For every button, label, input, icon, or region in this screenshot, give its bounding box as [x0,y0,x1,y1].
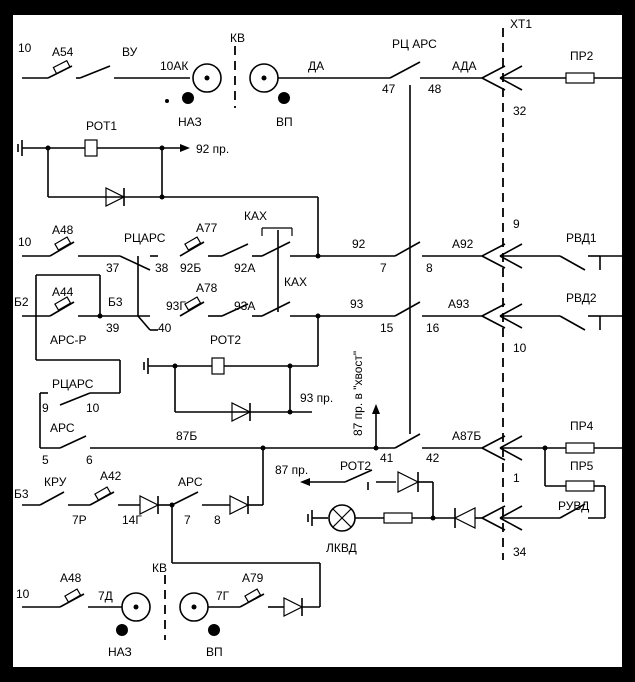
label-7r: 7Р [72,513,87,527]
label-10: 10 [18,41,32,55]
label-rcars-low: РЦАРС [52,377,94,391]
label-39: 39 [106,321,120,335]
label-93g: 93Г [166,299,186,313]
label-b3: Б3 [108,295,123,309]
label-kax1: КАХ [244,209,267,223]
label-87b: 87Б [176,429,197,443]
rot2-relay [143,316,319,422]
label-rot2: РОТ2 [210,333,241,347]
label-a77: А77 [196,221,218,235]
label-32: 32 [513,104,527,118]
label-10e: 10 [16,587,30,601]
label-a48b: А48 [60,571,82,585]
label-10d: 10 [86,401,100,415]
label-7g: 7Г [216,589,230,603]
circuit-diagram: ХТ1 КВ 10 А54 ВУ 10АК НАЗ ВП ДА РЦ АРС 4… [14,17,622,659]
label-37: 37 [106,261,120,275]
label-ars2: АРС [178,475,203,489]
label-a78: А78 [196,281,218,295]
label-kax2: КАХ [284,275,307,289]
label-16: 16 [426,321,440,335]
pr87-branch [300,469,434,518]
label-40: 40 [158,321,172,335]
label-a44: А44 [52,285,74,299]
label-vp2: ВП [206,645,223,659]
row-93-wiring [22,230,622,448]
label-xt1: ХТ1 [510,17,532,31]
label-kru: КРУ [44,475,67,489]
label-b2: Б2 [14,295,29,309]
label-38: 38 [155,261,169,275]
row-92-wiring [22,227,622,316]
rot1-relay [17,139,319,256]
label-rot1: РОТ1 [86,119,117,133]
label-7b: 7 [184,513,191,527]
labels: ХТ1 КВ 10 А54 ВУ 10АК НАЗ ВП ДА РЦ АРС 4… [14,17,597,659]
label-naz2: НАЗ [108,645,132,659]
label-a79: А79 [242,571,264,585]
label-9: 9 [513,217,520,231]
label-arsr: АРС-Р [50,333,87,347]
label-rcars-mid: РЦАРС [124,231,166,245]
label-7d: 7Д [98,589,113,603]
label-pr2: ПР2 [570,49,594,63]
label-kv: КВ [230,31,245,45]
label-a87b: А87Б [452,429,481,443]
row-87b-wiring [40,433,622,518]
label-a42: А42 [100,469,122,483]
label-a48: А48 [52,223,74,237]
label-8b: 8 [214,513,221,527]
label-93a: 93А [234,299,255,313]
label-10c: 10 [513,341,527,355]
label-pr4: ПР4 [570,419,594,433]
label-vu: ВУ [122,45,138,59]
label-10ak: 10АК [160,59,188,73]
label-92a: 92А [234,261,255,275]
lkvd-row [307,503,605,532]
label-15: 15 [380,321,394,335]
label-rot2b: РОТ2 [340,459,371,473]
kru-row [22,486,321,607]
label-rvd1: РВД1 [566,231,597,245]
label-41: 41 [380,451,394,465]
label-da: ДА [308,59,324,73]
label-7: 7 [380,261,387,275]
label-34: 34 [513,545,527,559]
label-87pr: 87 пр. [275,463,308,477]
label-vp: ВП [276,115,293,129]
label-42: 42 [426,451,440,465]
label-naz: НАЗ [178,115,202,129]
label-92: 92 [352,237,366,251]
label-6: 6 [86,453,93,467]
label-rcars-top: РЦ АРС [392,37,437,51]
label-5: 5 [42,453,49,467]
label-hvost: 87 пр. в "хвост" [351,351,365,436]
label-10b: 10 [18,235,32,249]
label-a93: А93 [448,297,470,311]
label-1: 1 [513,471,520,485]
label-47: 47 [382,82,396,96]
label-a92: А92 [452,237,474,251]
bottom-row [22,575,320,640]
label-92pr: 92 пр. [196,142,229,156]
label-rvd2: РВД2 [566,291,597,305]
label-14g: 14Г [122,513,142,527]
label-9b: 9 [42,401,49,415]
label-a54: А54 [52,45,74,59]
label-ada: АДА [452,59,477,73]
schematic-sheet: ХТ1 КВ 10 А54 ВУ 10АК НАЗ ВП ДА РЦ АРС 4… [13,15,622,667]
label-93pr: 93 пр. [300,391,333,405]
label-kv2: КВ [152,561,167,575]
label-93: 93 [350,297,364,311]
row-1-wiring [22,46,622,108]
label-92b: 92Б [180,261,201,275]
label-ars: АРС [50,421,75,435]
label-8: 8 [426,261,433,275]
label-48: 48 [428,82,442,96]
label-b3b: Б3 [14,487,29,501]
label-lkvd: ЛКВД [326,541,357,555]
label-pr5: ПР5 [570,459,594,473]
label-ruvd: РУВД [558,499,589,513]
